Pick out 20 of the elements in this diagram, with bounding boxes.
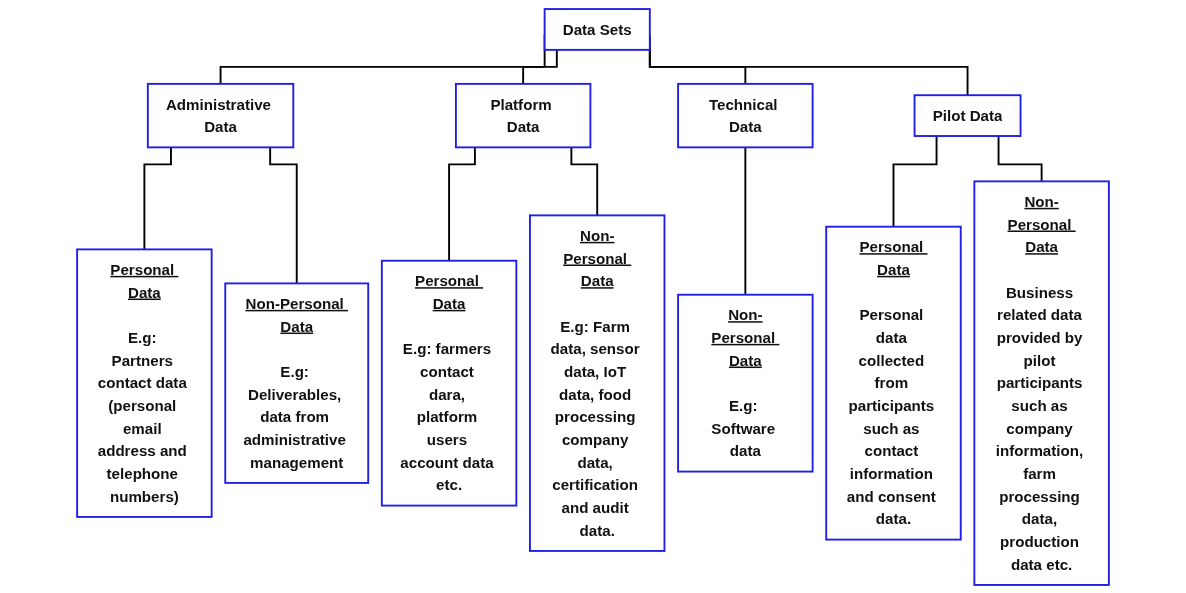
connector [269, 145, 298, 284]
node-box: Personal Data Personal data collected from participants such as contact information and consent data. [825, 225, 962, 541]
connector [892, 134, 938, 228]
node-box: Non-Personal Data E.g: Software data [677, 293, 814, 473]
connector [448, 145, 476, 262]
node-box: Data Sets [543, 7, 651, 51]
connector [997, 134, 1043, 182]
connector [744, 145, 747, 296]
node-box: Personal Data E.g: farmers contact dara, platform users account data etc. [380, 259, 518, 507]
node-box: Technical Data [677, 82, 814, 148]
connector [570, 145, 599, 216]
node-box: Personal Data E.g: Partners contact data (personal email address and telephone numbers) [76, 247, 213, 518]
node-box: Non-Personal Data E.g: Farm data, sensor data, IoT data, food processing company data, certification and audit data. [529, 213, 666, 552]
connector [522, 48, 558, 85]
node-box: Pilot Data [913, 93, 1022, 137]
node-box: Administrative Data [146, 82, 295, 148]
connector [143, 145, 172, 250]
node-box: Non-Personal Data Business related data provided by pilot participants such as company information, farm processing data, production data etc. [973, 179, 1110, 586]
node-box: Non-Personal Data E.g: Deliverables, data from administrative management [224, 281, 370, 484]
node-box: Platform Data [454, 82, 592, 148]
